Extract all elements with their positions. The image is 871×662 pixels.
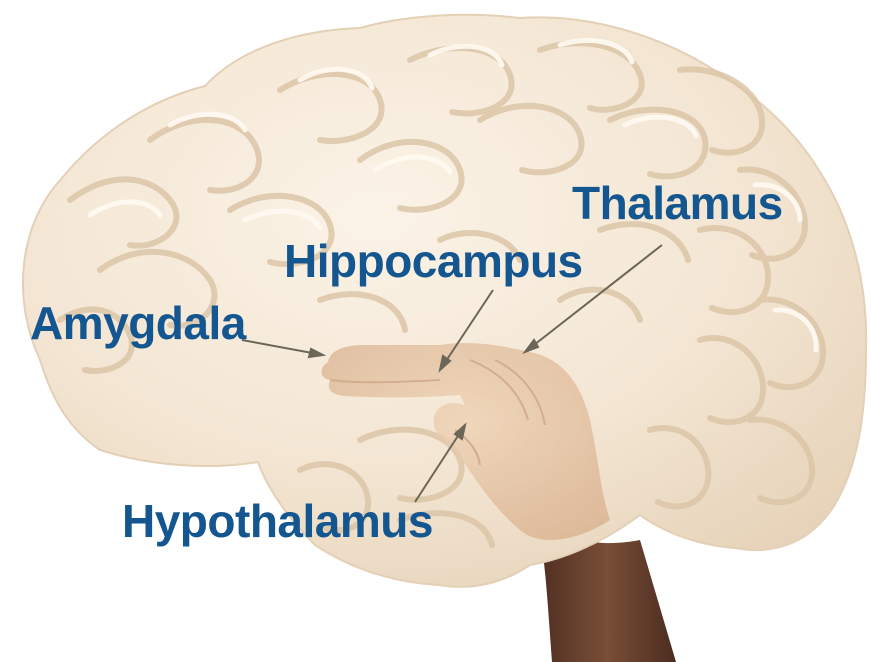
label-thalamus: Thalamus <box>572 178 783 228</box>
label-hypothalamus: Hypothalamus <box>122 496 433 546</box>
label-hippocampus: Hippocampus <box>284 236 583 286</box>
label-amygdala: Amygdala <box>30 298 246 348</box>
